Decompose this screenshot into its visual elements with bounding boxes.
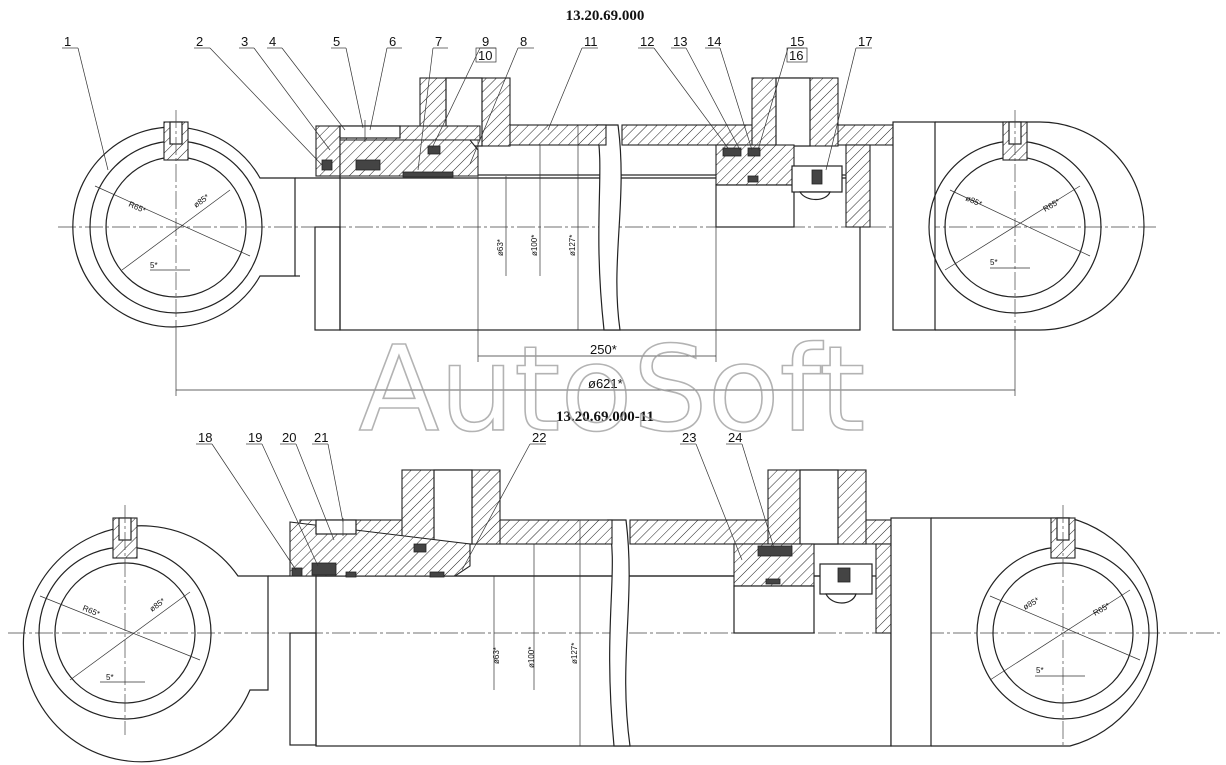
bottom-angle-left: 5*: [106, 673, 114, 682]
callout-11: 11: [584, 34, 598, 49]
bottom-gland-assembly: [289, 518, 471, 578]
bottom-angle-right: 5*: [1036, 666, 1044, 675]
callout-9: 9: [482, 34, 489, 49]
top-right-eye: R65* ø85* 5*: [928, 110, 1145, 340]
top-guide-plate: [314, 226, 341, 331]
callout-24: 24: [728, 430, 742, 445]
bottom-title: 13.20.69.000-11: [556, 409, 654, 425]
callout-8: 8: [520, 34, 527, 49]
bottom-right-eye: R65* ø85* 5*: [931, 505, 1159, 747]
top-dim-d63: ø63*: [496, 239, 505, 256]
callout-6: 6: [389, 34, 396, 49]
callout-7: 7: [435, 34, 442, 49]
top-dim-stroke: 250*: [590, 342, 617, 357]
top-view: 13.20.69.000 R65* ø85* 5*: [58, 8, 1158, 396]
top-gland-assembly: [315, 120, 481, 178]
callout-1: 1: [64, 34, 71, 49]
bottom-callouts: 18 19 20 21 22 23 24: [196, 430, 775, 571]
bottom-rear-cap: [890, 517, 932, 747]
top-dim-d127: ø127*: [568, 235, 577, 256]
callout-15: 15: [790, 34, 804, 49]
bottom-view: 13.20.69.000-11 R65* ø85* 5*: [8, 409, 1220, 763]
top-left-eye: R65* ø85* 5*: [72, 110, 296, 328]
bottom-d85-right: ø85*: [1022, 595, 1041, 611]
callout-19: 19: [248, 430, 262, 445]
callout-13: 13: [673, 34, 687, 49]
top-angle-right: 5*: [990, 258, 998, 267]
watermark: AutoSoft: [359, 320, 866, 458]
top-piston-assembly: [715, 144, 871, 228]
top-d85-right: ø85*: [964, 194, 983, 209]
callout-23: 23: [682, 430, 696, 445]
callout-14: 14: [707, 34, 721, 49]
callout-21: 21: [314, 430, 328, 445]
callout-12: 12: [640, 34, 654, 49]
top-angle-left: 5*: [150, 261, 158, 270]
callout-2: 2: [196, 34, 203, 49]
callout-20: 20: [282, 430, 296, 445]
callout-3: 3: [241, 34, 248, 49]
top-r65-left: R65*: [127, 200, 147, 215]
callout-10: 10: [478, 48, 492, 63]
callout-22: 22: [532, 430, 546, 445]
callout-18: 18: [198, 430, 212, 445]
top-rear-cap: [892, 121, 936, 331]
bottom-left-eye: R65* ø85* 5*: [22, 505, 269, 763]
top-callouts: 1 2 3 4 5 6 7 9 10 8 11 12 13 1: [62, 34, 872, 171]
callout-17: 17: [858, 34, 872, 49]
bottom-piston-assembly: [733, 543, 913, 634]
callout-5: 5: [333, 34, 340, 49]
bottom-dim-d127: ø127*: [570, 643, 579, 664]
top-d85-left: ø85*: [192, 192, 211, 209]
top-dim-length: ø621*: [588, 376, 623, 391]
bottom-dim-d63: ø63*: [492, 647, 501, 664]
top-dim-d100: ø100*: [530, 235, 539, 256]
top-title: 13.20.69.000: [566, 8, 645, 24]
bottom-dim-d100: ø100*: [527, 647, 536, 668]
callout-4: 4: [269, 34, 276, 49]
callout-16: 16: [789, 48, 803, 63]
